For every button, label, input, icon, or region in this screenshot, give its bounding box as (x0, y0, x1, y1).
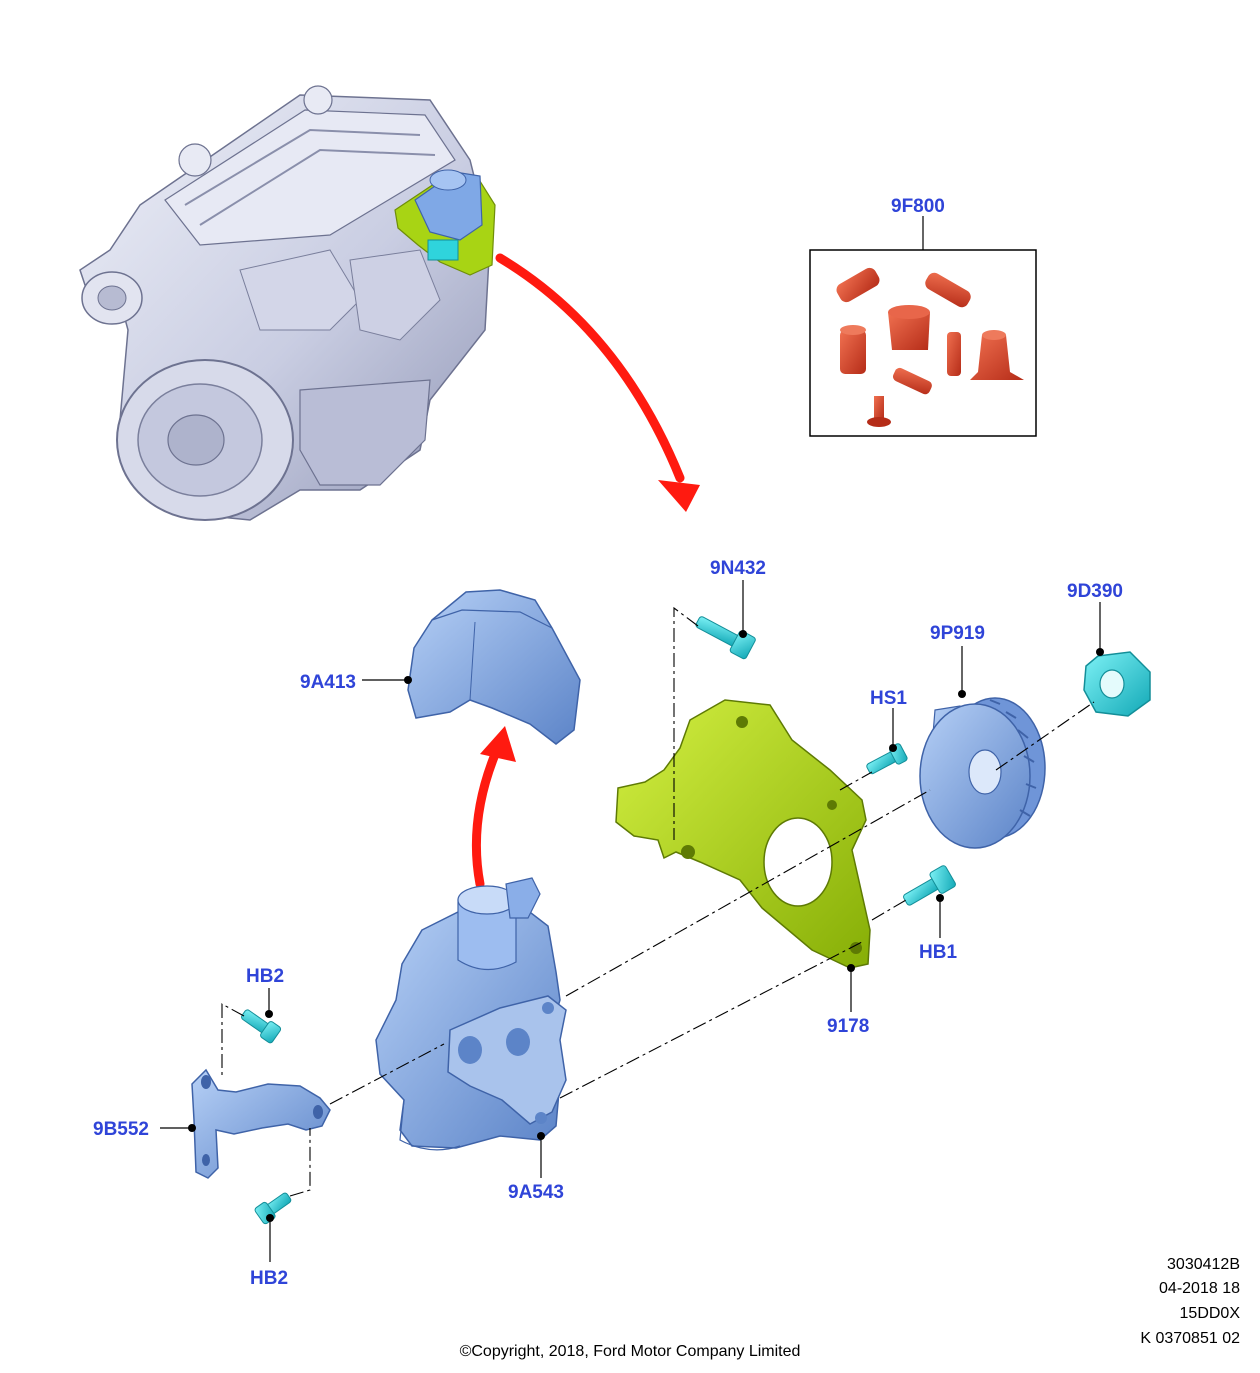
callout-9p919: 9P919 (930, 623, 985, 644)
bolt-hb1 (903, 865, 956, 906)
reference-code-2: 04-2018 18 (1159, 1280, 1240, 1297)
callout-9d390: 9D390 (1067, 581, 1123, 602)
support-bracket (191, 1068, 331, 1179)
engine-to-detail-arrow (495, 253, 700, 512)
high-pressure-pump (375, 877, 567, 1151)
leader-dots (188, 630, 1104, 1222)
pump-to-cover-arrow (471, 726, 516, 889)
reference-code-1: 3030412B (1167, 1256, 1240, 1273)
bolt-hb2-bottom (254, 1192, 292, 1225)
retaining-nut (1083, 651, 1151, 717)
drive-sprocket (919, 697, 1046, 849)
callout-9f800: 9F800 (891, 196, 945, 217)
copyright-notice: ©Copyright, 2018, Ford Motor Company Lim… (459, 1343, 801, 1360)
callout-9a543: 9A543 (508, 1182, 564, 1203)
assembly-lines (221, 606, 1095, 1197)
bolt-hb2-top (241, 1009, 282, 1044)
callout-9n432: 9N432 (710, 558, 766, 579)
callout-hb2-top: HB2 (246, 966, 285, 987)
leader-lines (160, 580, 1101, 1262)
callout-hb1: HB1 (919, 942, 958, 963)
mounting-bracket (615, 699, 871, 969)
engine-illustration (79, 85, 496, 521)
reference-code-4: K 0370851 02 (1140, 1330, 1240, 1347)
reference-code-3: 15DD0X (1179, 1305, 1240, 1322)
seal-kit (809, 216, 1037, 437)
callout-hs1: HS1 (870, 688, 907, 709)
callout-9b552: 9B552 (93, 1119, 149, 1140)
callout-9a413: 9A413 (300, 672, 356, 693)
pump-cover (407, 589, 581, 745)
callout-9178: 9178 (827, 1016, 870, 1037)
callout-hb2-bottom: HB2 (250, 1268, 289, 1289)
bolt-9n432 (695, 616, 756, 660)
